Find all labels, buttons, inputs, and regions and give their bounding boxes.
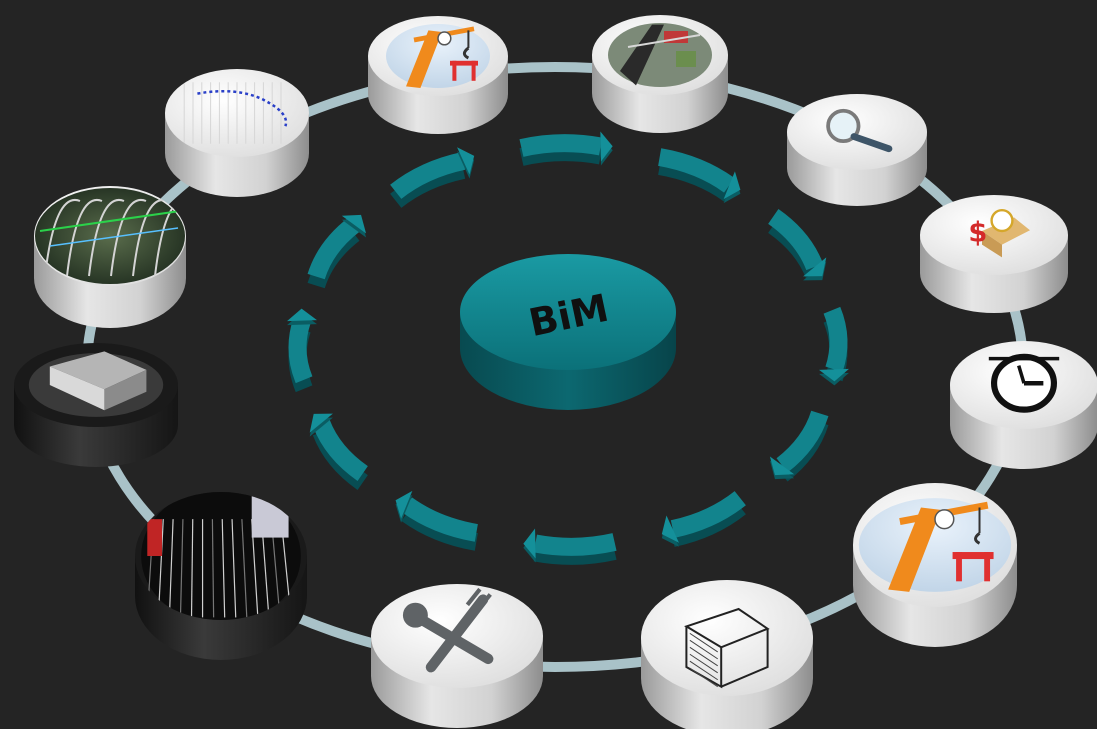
arrow-segment xyxy=(287,308,317,393)
arrow-segment xyxy=(309,413,368,490)
arrow-segment xyxy=(390,147,475,208)
model-render-icon xyxy=(608,23,712,87)
tools-node[interactable] xyxy=(371,584,543,728)
grayscale-model-node[interactable] xyxy=(14,343,178,467)
arrow-segment xyxy=(658,148,741,204)
scan-data-icon xyxy=(183,82,288,144)
sketch-icon xyxy=(684,607,770,689)
cost-time-node[interactable]: $ xyxy=(920,195,1068,313)
arrow-segment xyxy=(519,131,613,166)
model-render-node-top[interactable] xyxy=(592,15,728,133)
crane-node-right[interactable] xyxy=(853,483,1017,647)
crane-icon xyxy=(386,24,490,88)
crane-icon xyxy=(858,498,1012,592)
arrow-segment xyxy=(661,491,746,547)
structure-render-icon xyxy=(35,188,186,284)
grayscale-model-icon xyxy=(28,351,164,417)
svg-text:$: $ xyxy=(968,217,987,248)
structure-render-node[interactable] xyxy=(34,186,190,328)
arrow-segment xyxy=(523,528,617,565)
tools-icon xyxy=(402,587,494,673)
magnifier-node[interactable] xyxy=(787,94,927,206)
stopwatch-icon xyxy=(988,353,1060,413)
arrow-segment xyxy=(819,306,849,386)
arrow-ring xyxy=(287,131,849,565)
point-cloud-node[interactable] xyxy=(135,488,307,660)
crane-node-top[interactable] xyxy=(368,16,508,134)
scan-data-node[interactable] xyxy=(165,69,309,197)
arrow-segment xyxy=(769,410,829,482)
arrow-segment xyxy=(395,490,478,551)
arrow-segment xyxy=(768,209,827,281)
stopwatch-node[interactable] xyxy=(950,341,1097,469)
arrow-segment xyxy=(307,214,367,289)
magnifier-icon xyxy=(826,108,893,153)
bim-center-button[interactable]: BiM xyxy=(460,254,676,410)
node-ring: $ xyxy=(14,15,1097,729)
point-cloud-icon xyxy=(141,492,301,620)
sketch-node[interactable] xyxy=(641,580,813,729)
cost-time-icon: $ xyxy=(968,209,1030,258)
